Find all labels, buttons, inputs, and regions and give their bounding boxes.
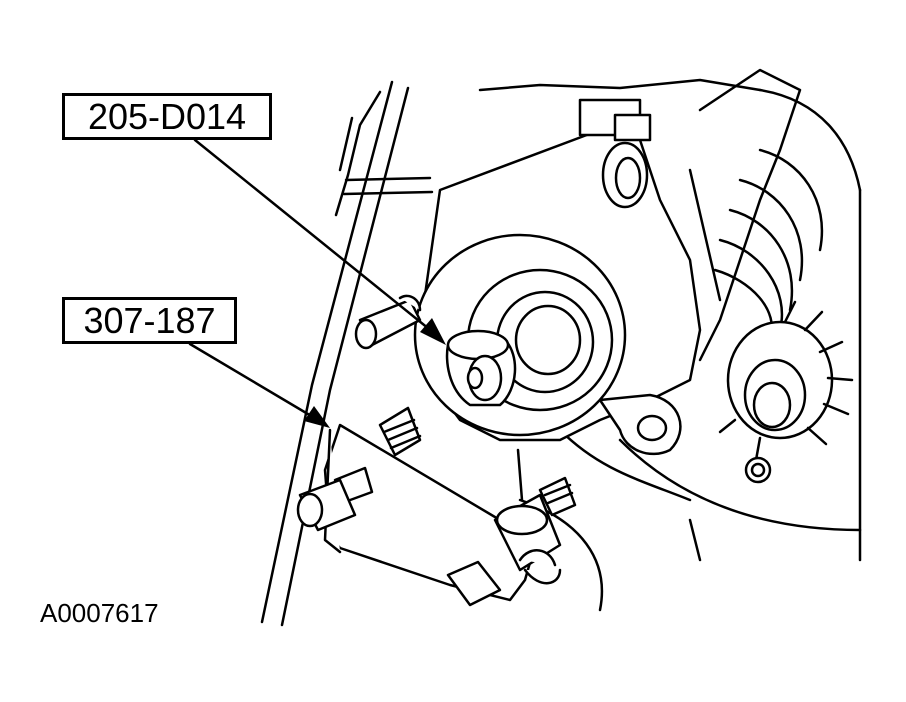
leader-205-d014 — [193, 138, 436, 335]
arrowhead-307-187 — [304, 406, 330, 428]
arrowheads — [304, 318, 446, 428]
callout-307-187: 307-187 — [62, 297, 237, 344]
pump-housing — [413, 98, 702, 456]
figure-id: A0007617 — [40, 598, 159, 628]
leader-307-187 — [188, 342, 320, 422]
sprocket — [718, 300, 854, 484]
callout-205-d014: 205-D014 — [62, 93, 272, 140]
arrowhead-205-d014 — [420, 318, 446, 345]
engine-block-outline — [478, 78, 862, 612]
small-pin — [354, 294, 422, 350]
ribbed-component — [688, 68, 824, 362]
frame-rails — [260, 80, 434, 627]
tool-205-d014 — [445, 329, 517, 407]
leader-lines — [188, 138, 436, 422]
tool-307-187 — [296, 406, 577, 607]
